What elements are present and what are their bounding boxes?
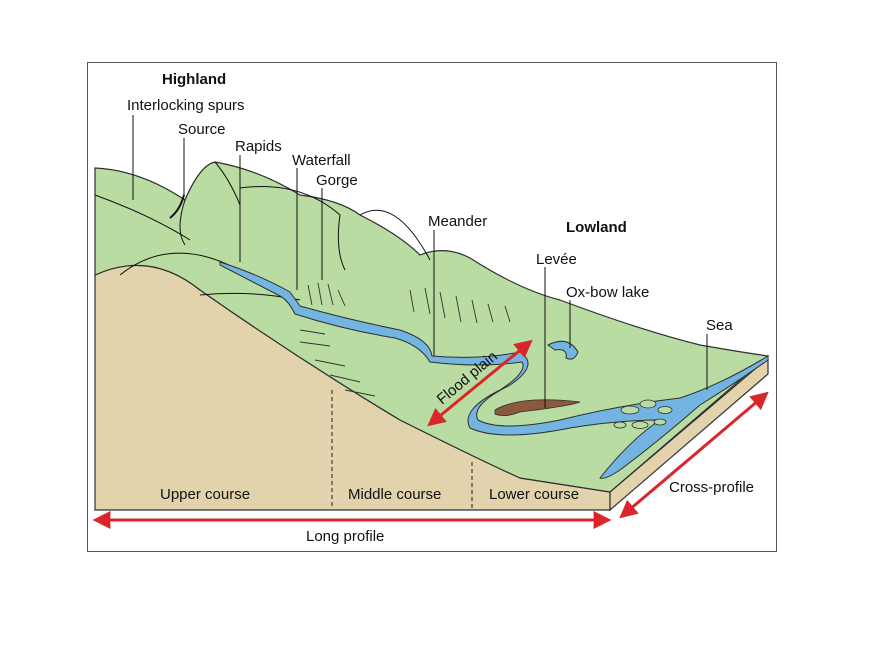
label-middle-course: Middle course (348, 486, 441, 503)
label-lowland: Lowland (566, 219, 627, 236)
label-sea: Sea (706, 317, 733, 334)
label-lower-course: Lower course (489, 486, 579, 503)
label-long-profile: Long profile (306, 528, 384, 545)
label-oxbow-lake: Ox-bow lake (566, 284, 649, 301)
label-cross-profile: Cross-profile (669, 479, 754, 496)
label-source: Source (178, 121, 226, 138)
label-levee: Levée (536, 251, 577, 268)
label-highland: Highland (162, 71, 226, 88)
label-interlocking-spurs: Interlocking spurs (127, 97, 245, 114)
label-upper-course: Upper course (160, 486, 250, 503)
source-stream (169, 194, 185, 219)
landscape-surface (94, 161, 770, 493)
cross-profile-arrow (619, 391, 769, 519)
leader-lines (132, 115, 708, 408)
ridge-lines (94, 161, 431, 301)
flood-plain-arrow (427, 339, 533, 427)
label-rapids: Rapids (235, 138, 282, 155)
label-waterfall: Waterfall (292, 152, 351, 169)
label-gorge: Gorge (316, 172, 358, 189)
slope-hatching (299, 282, 511, 397)
label-meander: Meander (428, 213, 487, 230)
